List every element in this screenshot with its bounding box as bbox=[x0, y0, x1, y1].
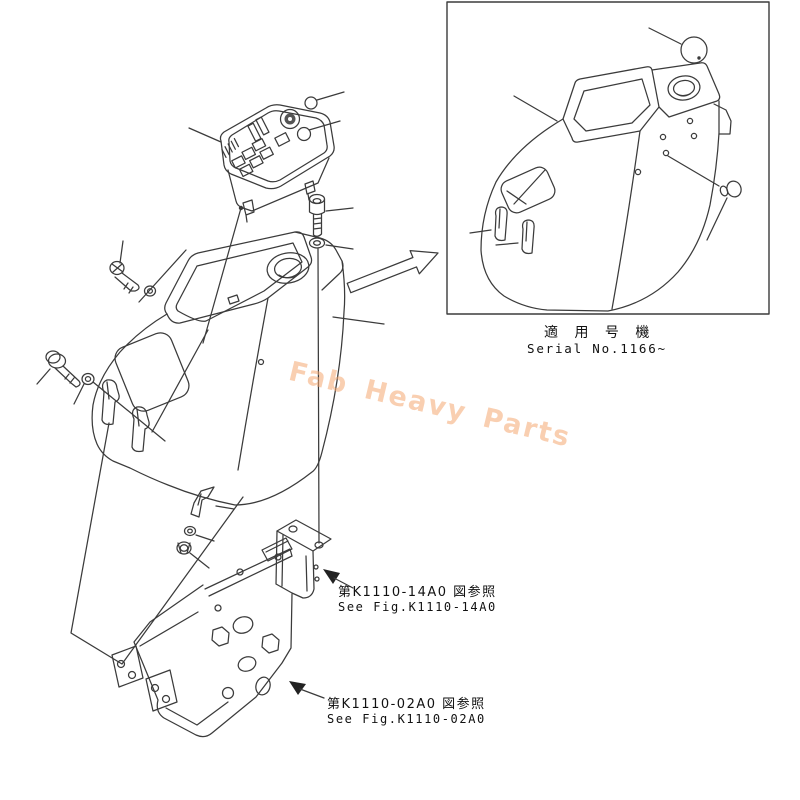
direction-arrow-icon bbox=[346, 249, 439, 294]
cup-holder-icon bbox=[266, 252, 310, 284]
bolt-icon bbox=[109, 240, 140, 294]
fig-reference-02a0: 第K1110-02A0 図参照 See Fig.K1110-02A0 bbox=[327, 697, 486, 727]
inset-caption-jp: 適 用 号 機 bbox=[544, 325, 656, 341]
washer-icon bbox=[308, 237, 354, 250]
leader-line bbox=[215, 505, 235, 510]
console-pocket-icon bbox=[114, 332, 190, 412]
leader-line bbox=[308, 120, 341, 131]
washer-icon bbox=[138, 249, 187, 303]
leader-line bbox=[36, 368, 51, 385]
panel-keypad-icon bbox=[231, 138, 274, 178]
panel-switch-icon bbox=[296, 126, 312, 142]
clip-pin-icon bbox=[190, 486, 235, 518]
console-body-drawing bbox=[70, 231, 385, 665]
fig-reference-14a0: 第K1110-14A0 図参照 See Fig.K1110-14A0 bbox=[338, 585, 497, 615]
mounting-bracket-drawing bbox=[111, 519, 354, 738]
leader-line bbox=[202, 207, 242, 344]
inset-caption-en: Serial No.1166~ bbox=[527, 341, 667, 356]
monitor-panel-drawing bbox=[188, 91, 345, 344]
leader-line bbox=[73, 383, 85, 405]
inset-console-drawing bbox=[469, 62, 732, 312]
fig-ref-02a0-en: See Fig.K1110-02A0 bbox=[327, 712, 486, 726]
serial-inset-box bbox=[446, 1, 770, 315]
reference-arrow-icon bbox=[323, 569, 340, 584]
fig-ref-02a0-jp: 第K1110-02A0 図参照 bbox=[327, 697, 486, 712]
knob-icon bbox=[667, 155, 742, 241]
leader-line bbox=[648, 27, 682, 45]
leader-line bbox=[138, 249, 187, 303]
leader-line bbox=[119, 240, 124, 264]
fig-ref-14a0-en: See Fig.K1110-14A0 bbox=[338, 600, 497, 614]
leader-line bbox=[325, 244, 354, 250]
leader-line bbox=[513, 95, 558, 122]
cap-screw-icon bbox=[308, 193, 354, 237]
fig-ref-14a0-jp: 第K1110-14A0 図参照 bbox=[338, 585, 497, 600]
bolt-icon bbox=[36, 350, 81, 388]
reference-arrow-icon bbox=[289, 681, 306, 695]
plug-button-icon bbox=[304, 96, 318, 110]
clip-icon bbox=[101, 379, 120, 426]
leader-line bbox=[332, 316, 385, 325]
balloon-callout-icon bbox=[648, 27, 708, 64]
leader-line bbox=[195, 534, 215, 542]
nut-icon bbox=[176, 541, 210, 569]
leader-line bbox=[299, 688, 325, 699]
clip-icon bbox=[131, 406, 150, 453]
panel-dial-icon bbox=[279, 108, 301, 130]
console-side-panel bbox=[70, 422, 244, 665]
washer-icon bbox=[183, 525, 215, 542]
leader-line bbox=[92, 381, 166, 442]
bolt-axis-line bbox=[317, 248, 320, 544]
leader-line bbox=[325, 207, 354, 212]
washer-icon bbox=[73, 372, 166, 442]
leader-line bbox=[316, 91, 345, 101]
leader-line bbox=[189, 552, 210, 569]
leader-line bbox=[333, 577, 354, 589]
leader-line bbox=[188, 127, 222, 143]
leader-line bbox=[667, 155, 728, 241]
